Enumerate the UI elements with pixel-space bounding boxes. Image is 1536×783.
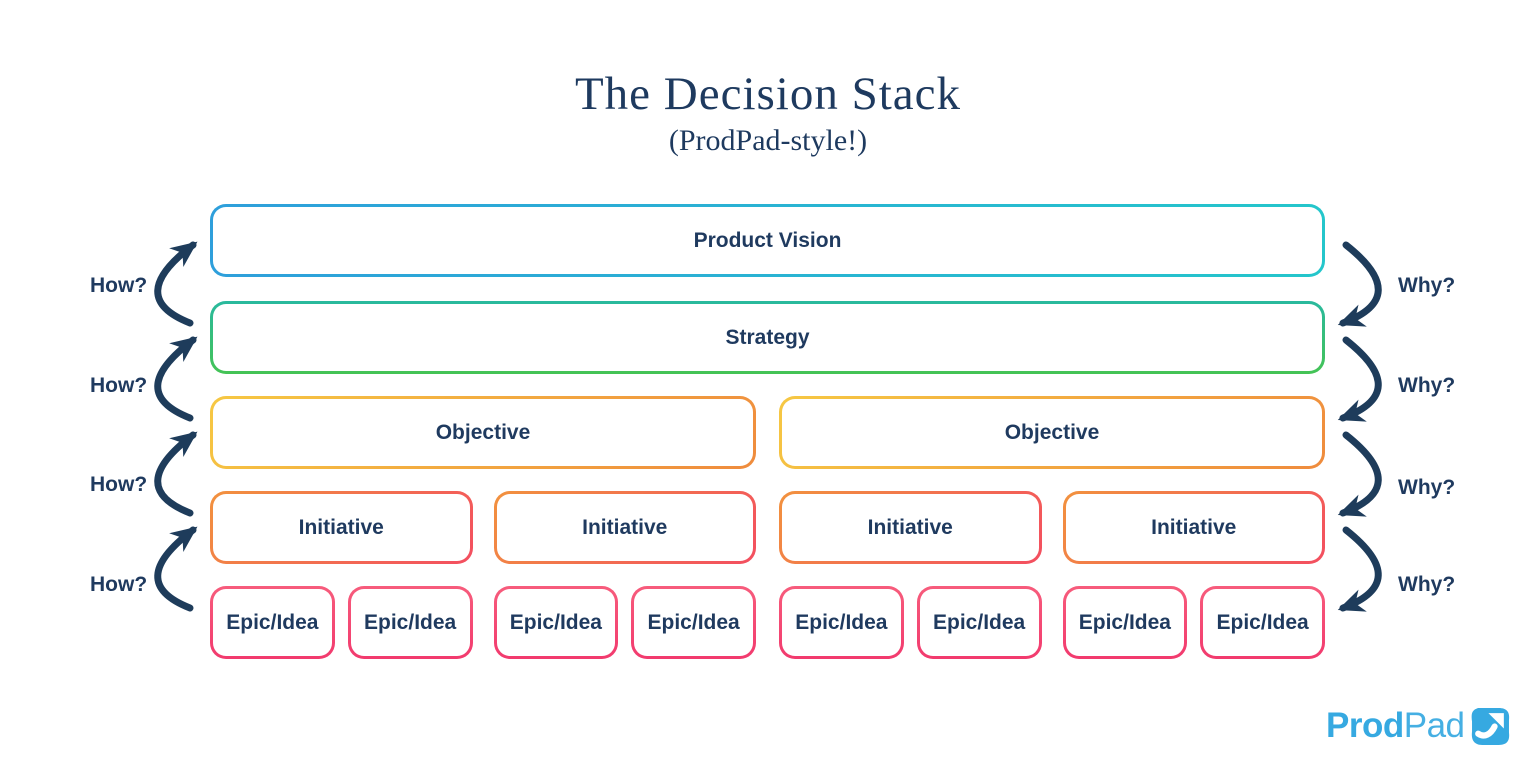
row-product-vision: Product Vision [210, 204, 1325, 277]
why-label-4: Why? [1398, 573, 1456, 596]
row-epics: Epic/Idea Epic/Idea Epic/Idea Epic/Idea … [210, 586, 1325, 659]
box-label: Initiative [1151, 515, 1237, 539]
box-epic-4: Epic/Idea [631, 586, 756, 659]
how-label-2: How? [90, 374, 148, 397]
box-label: Objective [1004, 420, 1100, 444]
why-label-1: Why? [1398, 274, 1456, 297]
logo-text-prod: Prod [1326, 706, 1404, 745]
how-arrow-up-icon [154, 526, 198, 612]
row-objectives: Objective Objective [210, 396, 1325, 469]
box-label: Epic/Idea [933, 610, 1026, 634]
row-strategy: Strategy [210, 301, 1325, 374]
how-arrow-up-icon [154, 241, 198, 327]
box-label: Epic/Idea [647, 610, 740, 634]
box-label: Initiative [298, 515, 384, 539]
prodpad-wordmark: ProdPad [1326, 706, 1465, 746]
how-label-4: How? [90, 573, 148, 596]
box-strategy: Strategy [210, 301, 1325, 374]
box-label: Epic/Idea [226, 610, 319, 634]
box-label: Objective [435, 420, 531, 444]
box-label: Epic/Idea [1216, 610, 1309, 634]
how-label-3: How? [90, 473, 148, 496]
why-label-3: Why? [1398, 476, 1456, 499]
box-label: Initiative [582, 515, 668, 539]
why-arrow-down-icon [1337, 241, 1382, 327]
prodpad-logo: ProdPad [1326, 706, 1510, 746]
how-arrow-up-icon [154, 336, 198, 422]
box-objective-1: Objective [210, 396, 756, 469]
box-label: Initiative [867, 515, 953, 539]
box-epic-3: Epic/Idea [493, 586, 619, 659]
box-label: Epic/Idea [1078, 610, 1171, 634]
box-epic-6: Epic/Idea [916, 586, 1042, 659]
why-arrow-down-icon [1337, 336, 1382, 422]
page-title: The Decision Stack [574, 68, 962, 120]
box-epic-8: Epic/Idea [1200, 586, 1325, 659]
how-arrow-up-icon [154, 431, 198, 517]
box-initiative-2: Initiative [493, 491, 756, 564]
why-label-2: Why? [1398, 374, 1456, 397]
arrow-up-right-icon [1471, 707, 1509, 745]
title-block: The Decision Stack (ProdPad-style!) [0, 68, 1536, 158]
box-initiative-3: Initiative [779, 491, 1042, 564]
box-label: Strategy [725, 325, 810, 349]
logo-text-pad: Pad [1403, 706, 1465, 745]
box-label: Epic/Idea [364, 610, 457, 634]
box-initiative-4: Initiative [1062, 491, 1325, 564]
box-epic-7: Epic/Idea [1062, 586, 1188, 659]
box-initiative-1: Initiative [210, 491, 473, 564]
box-product-vision: Product Vision [210, 204, 1325, 277]
box-objective-2: Objective [779, 396, 1325, 469]
box-epic-5: Epic/Idea [779, 586, 904, 659]
how-label-1: How? [90, 274, 148, 297]
box-label: Epic/Idea [795, 610, 888, 634]
box-epic-2: Epic/Idea [347, 586, 473, 659]
why-arrow-down-icon [1337, 431, 1382, 517]
box-label: Product Vision [693, 228, 842, 252]
page-subtitle: (ProdPad-style!) [668, 124, 868, 158]
box-label: Epic/Idea [509, 610, 602, 634]
box-epic-1: Epic/Idea [210, 586, 335, 659]
row-initiatives: Initiative Initiative Initiative Initiat… [210, 491, 1325, 564]
why-arrow-down-icon [1337, 526, 1382, 612]
